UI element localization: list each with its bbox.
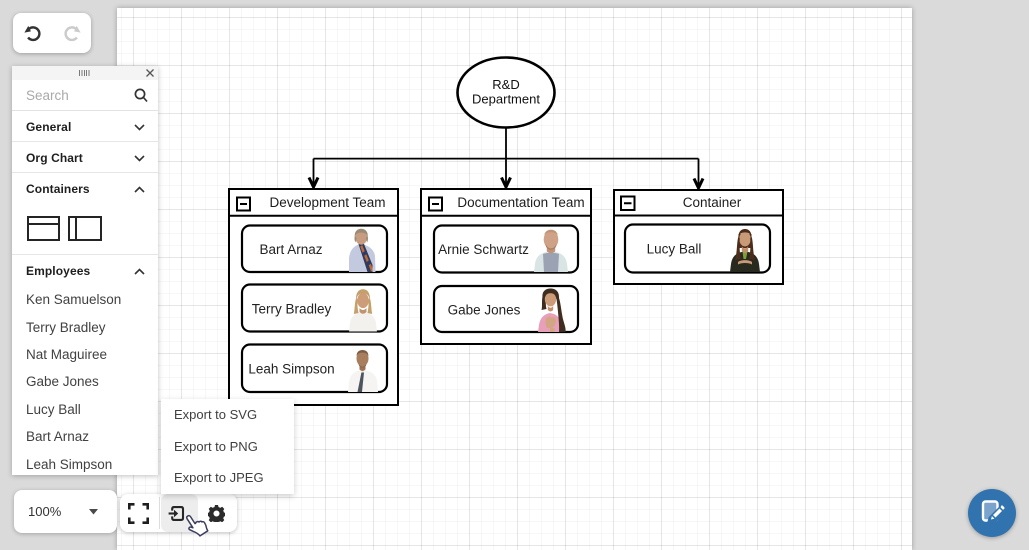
svg-text:Terry Bradley: Terry Bradley	[252, 302, 332, 317]
svg-text:Documentation Team: Documentation Team	[457, 195, 584, 210]
svg-text:Bart Arnaz: Bart Arnaz	[259, 242, 322, 257]
svg-text:Gabe Jones: Gabe Jones	[448, 303, 521, 318]
svg-text:Arnie Schwartz: Arnie Schwartz	[438, 242, 529, 257]
svg-text:Development Team: Development Team	[269, 195, 385, 210]
svg-text:Department: Department	[472, 92, 540, 107]
svg-text:Lucy Ball: Lucy Ball	[647, 242, 702, 257]
svg-text:Container: Container	[683, 195, 742, 210]
svg-text:R&D: R&D	[492, 77, 519, 92]
svg-text:Leah Simpson: Leah Simpson	[248, 362, 334, 377]
